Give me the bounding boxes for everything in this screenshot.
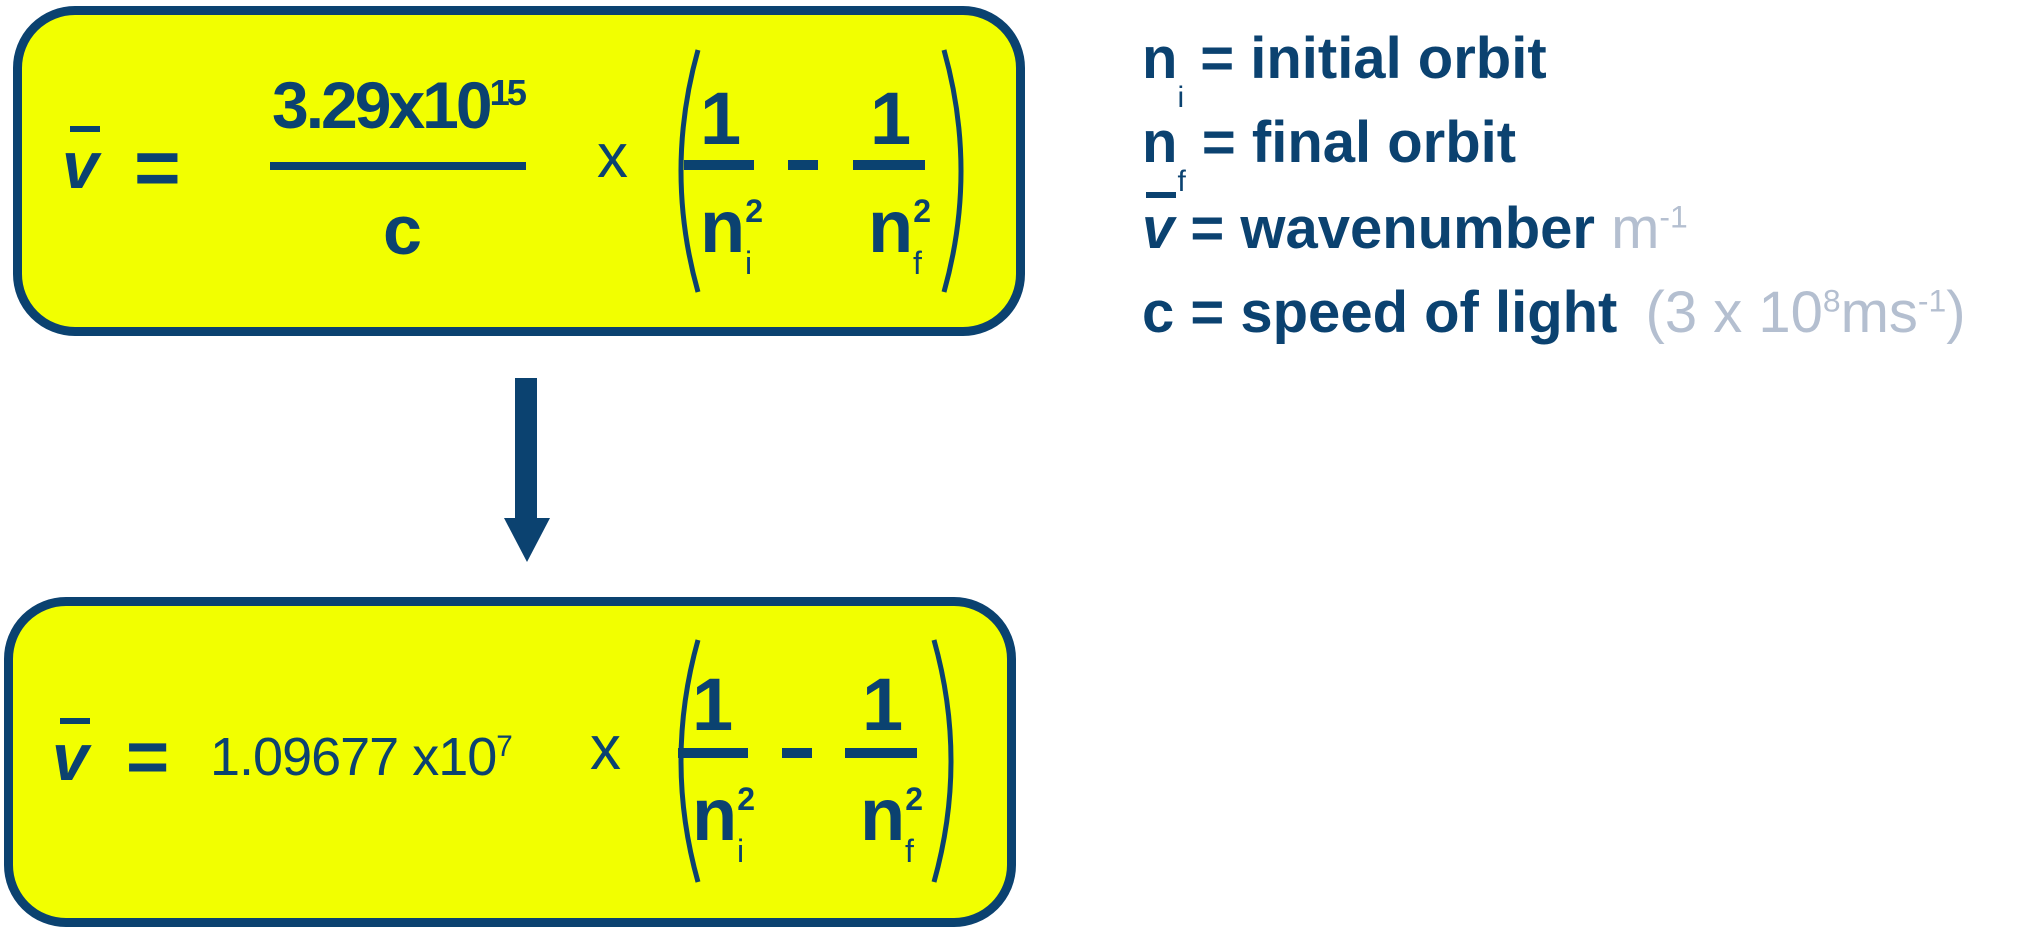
bottom-formula-box <box>4 597 1016 927</box>
fraction2-bar <box>845 748 917 758</box>
minus-sign <box>788 160 818 170</box>
numerator: 3.29x1015 <box>272 68 527 142</box>
wavenumber-symbol: v <box>62 126 100 202</box>
fraction1-denominator: n2i <box>700 185 763 281</box>
fraction2-numerator: 1 <box>862 663 904 746</box>
legend-final-orbit: nf = final orbit <box>1142 110 1517 198</box>
fraction2-denominator: n2f <box>868 185 931 281</box>
left-parenthesis <box>678 639 701 883</box>
minus-sign <box>782 748 812 758</box>
equals-sign: = <box>134 123 181 212</box>
legend-wavenumber: v = wavenumber m-1 <box>1142 192 1688 258</box>
fraction2-numerator: 1 <box>870 77 912 160</box>
denominator: c <box>383 191 422 269</box>
times-sign: x <box>597 122 628 191</box>
fraction2-denominator: n2f <box>860 773 923 869</box>
fraction1-bar <box>678 748 748 758</box>
wavenumber-symbol: v <box>52 718 90 794</box>
fraction2-bar <box>853 160 925 170</box>
fraction1-numerator: 1 <box>692 663 734 746</box>
rydberg-constant: 1.09677 x107 <box>210 727 513 787</box>
times-sign: x <box>590 714 621 783</box>
fraction-bar <box>270 162 526 170</box>
top-formula-box <box>13 6 1025 336</box>
fraction1-bar <box>684 160 754 170</box>
legend-initial-orbit: ni = initial orbit <box>1142 26 1547 114</box>
left-parenthesis <box>678 49 701 293</box>
right-parenthesis <box>941 49 964 293</box>
fraction1-denominator: n2i <box>692 773 755 869</box>
right-parenthesis <box>931 639 954 883</box>
fraction1-numerator: 1 <box>700 77 742 160</box>
arrow-down-icon <box>504 378 550 562</box>
equals-sign: = <box>126 715 170 798</box>
legend-speed-of-light: c = speed of light (3 x 108ms-1) <box>1142 280 1966 345</box>
